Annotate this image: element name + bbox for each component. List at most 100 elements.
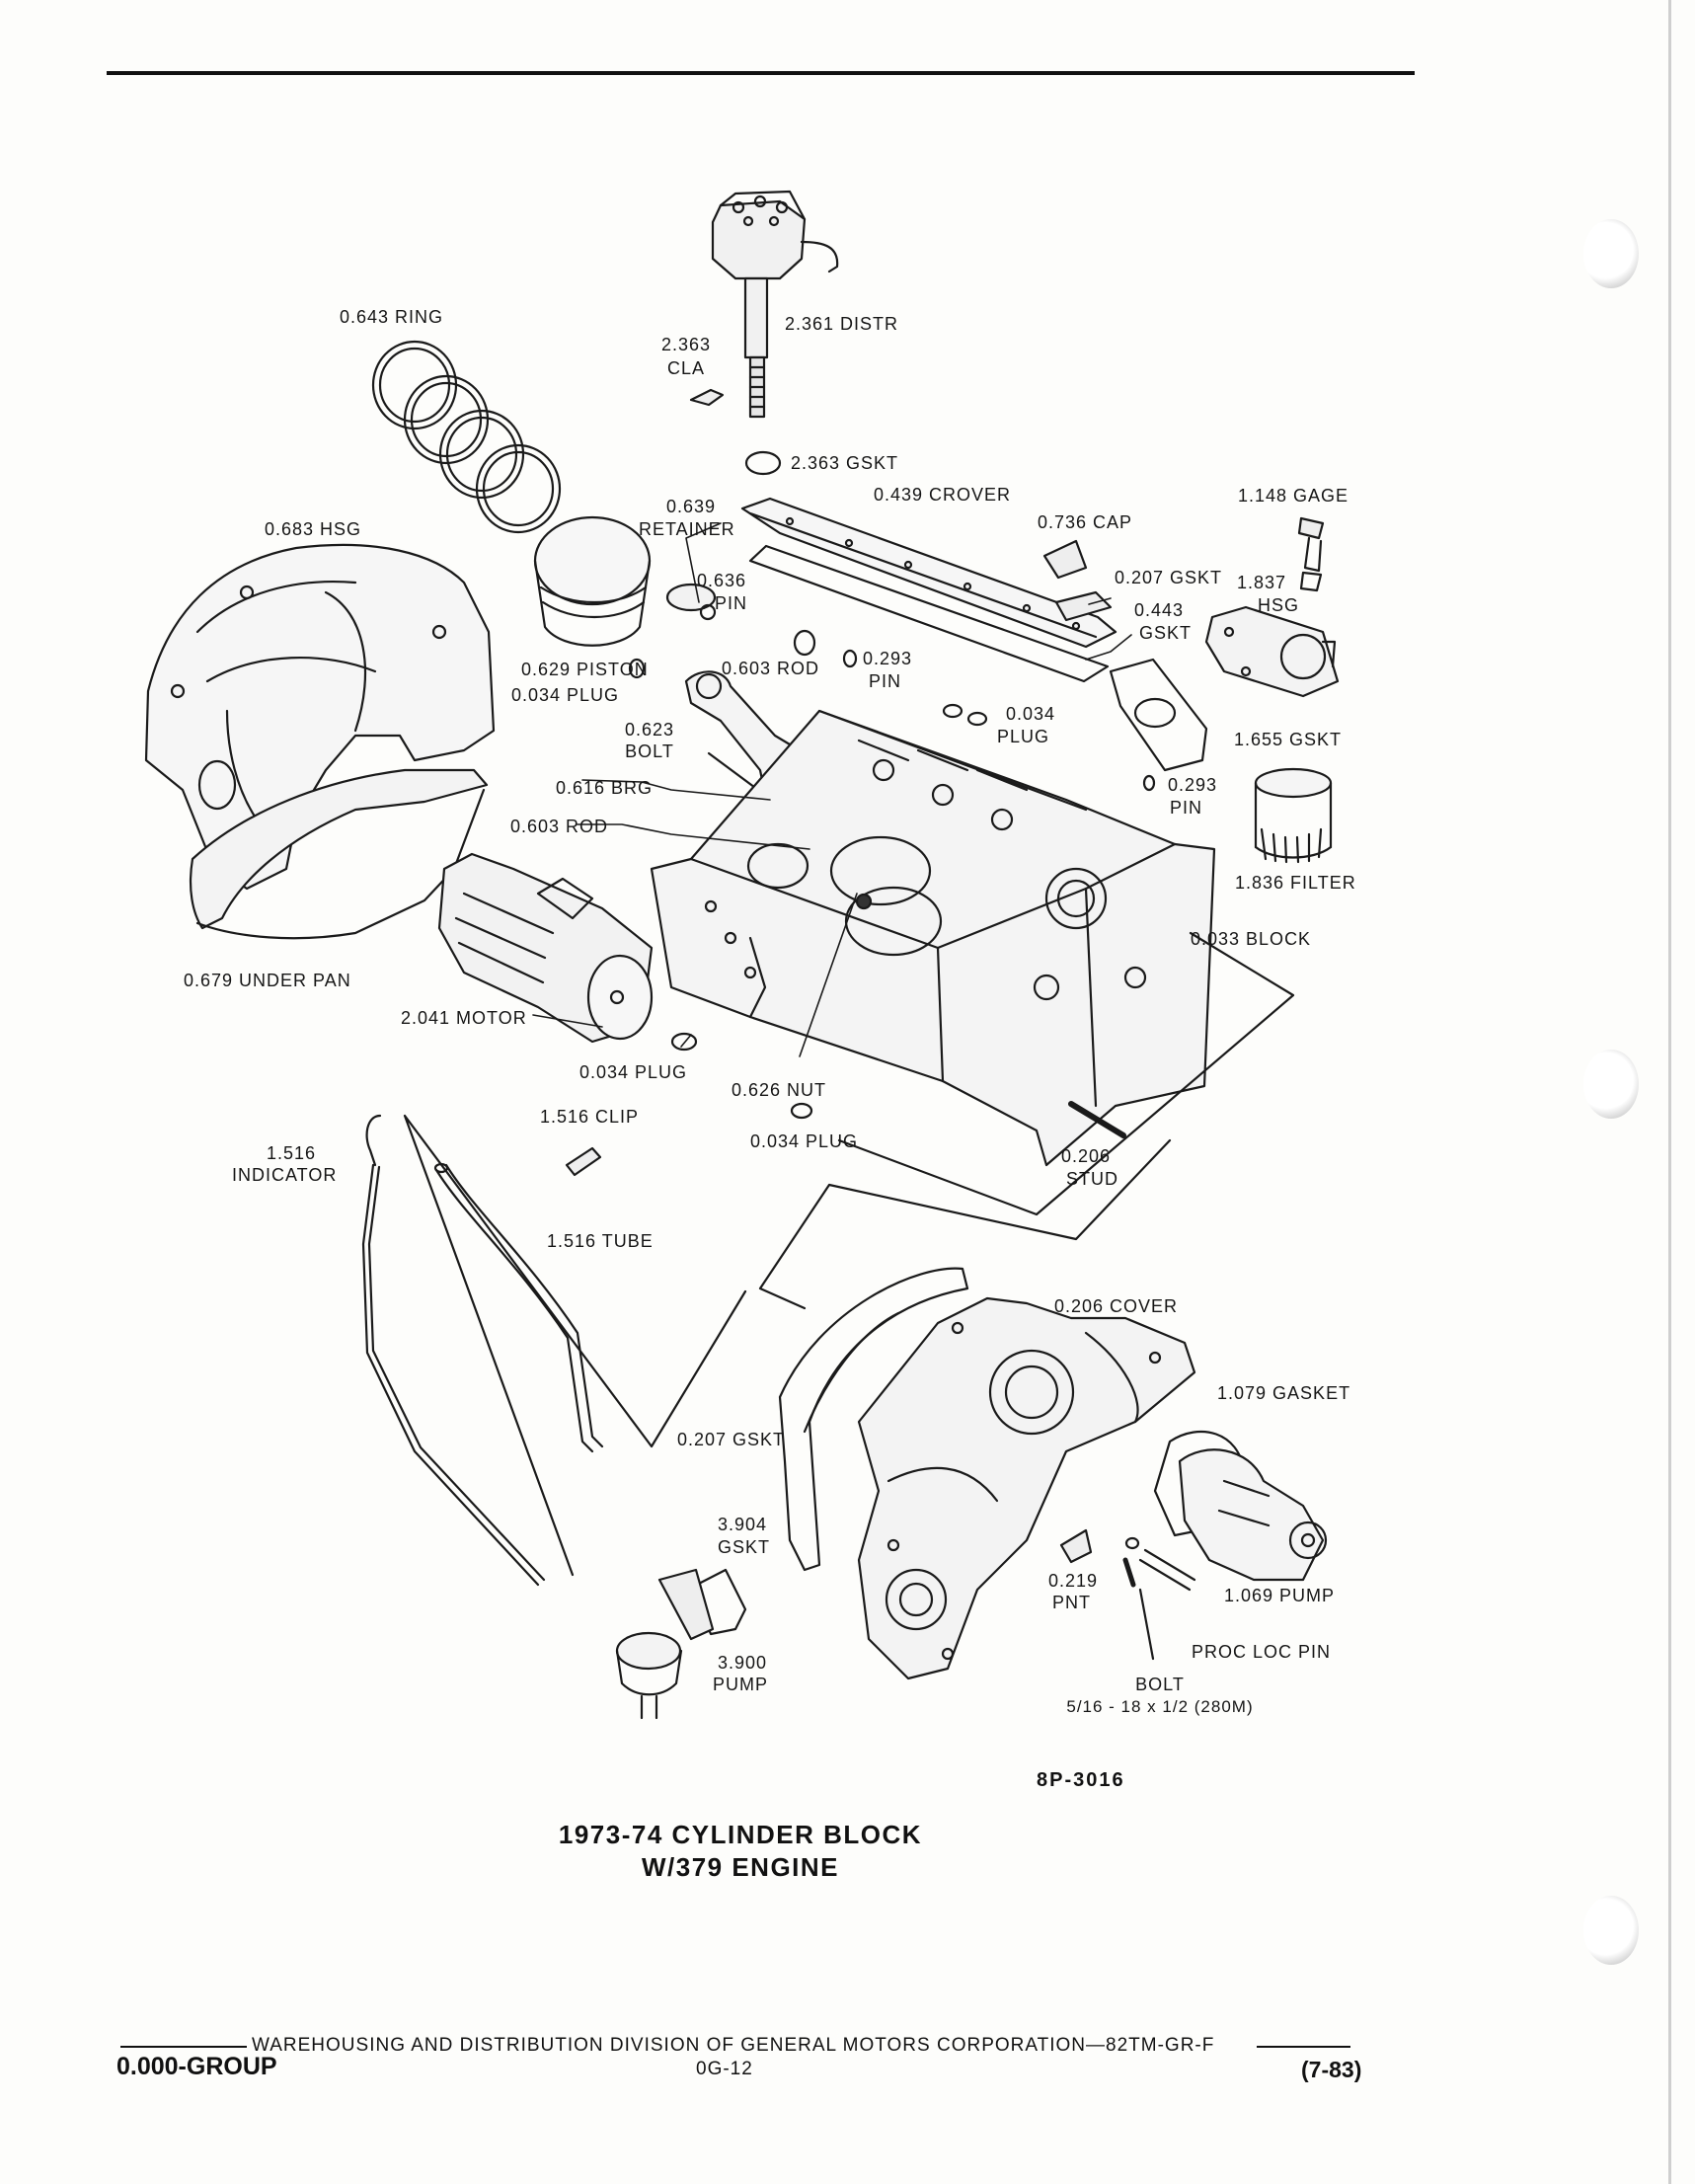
figure-title-line2: W/379 ENGINE (641, 1852, 840, 1882)
label-pin-293a: PIN (869, 671, 902, 691)
cla-clamp-illustration (689, 388, 725, 407)
dipstick-tube-illustration (433, 1162, 604, 1453)
label-plug-034b: PLUG (997, 727, 1050, 746)
label-pin-636: PIN (715, 593, 748, 613)
retainer-clip-illustration (699, 603, 717, 621)
label-pin-636-num: 0.636 (697, 571, 747, 590)
label-hsg: 0.683 HSG (265, 519, 362, 539)
piston-illustration (533, 515, 652, 647)
label-pnt-num: 0.219 (1048, 1571, 1099, 1591)
label-hsg-1837-num: 1.837 (1237, 573, 1287, 592)
label-gskt-207: 0.207 GSKT (1115, 568, 1223, 587)
label-pin-293a-num: 0.293 (863, 649, 913, 668)
label-gskt-3904-num: 3.904 (718, 1515, 768, 1534)
label-cover: 0.206 COVER (1054, 1296, 1179, 1316)
label-pump-3900: PUMP (713, 1675, 769, 1694)
label-motor: 2.041 MOTOR (401, 1008, 527, 1028)
label-gskt-207b: 0.207 GSKT (677, 1430, 786, 1449)
tube-locator-lines (403, 1114, 747, 1577)
label-block: 0.033 BLOCK (1191, 929, 1312, 949)
plug-d-illustration (790, 1102, 813, 1120)
cylinder-block-illustration (650, 709, 1216, 1167)
plug-a-illustration (628, 658, 646, 679)
label-cla: CLA (666, 358, 705, 378)
header-rule (107, 71, 1415, 75)
figure-title-line1: 1973-74 CYLINDER BLOCK (558, 1820, 923, 1849)
label-clip: 1.516 CLIP (540, 1107, 640, 1127)
leader-lines (532, 522, 1132, 1057)
binder-hole-top (1583, 219, 1639, 288)
block-locator-line-lower (758, 1138, 1172, 1310)
label-tube: 1.516 TUBE (547, 1231, 654, 1251)
rod-bushing-illustration (793, 629, 816, 657)
label-gskt-3904: GSKT (718, 1537, 771, 1557)
housing-gasket-illustration (1109, 658, 1208, 772)
distributor-gasket-illustration (744, 450, 782, 476)
thermostat-housing-illustration (1204, 605, 1340, 698)
page-edge (1668, 0, 1671, 2184)
label-pin-293b-num: 0.293 (1168, 775, 1218, 795)
gage-illustration (1297, 516, 1325, 592)
label-rod-603b: 0.603 ROD (510, 817, 609, 836)
label-bolt-623: BOLT (625, 741, 674, 761)
label-bolt-623-num: 0.623 (624, 720, 675, 740)
dipstick-indicator-illustration (361, 1114, 546, 1587)
label-gage: 1.148 GAGE (1238, 486, 1349, 506)
bolt-leader (1138, 1588, 1155, 1661)
footer-page-number: 0G-12 (696, 2059, 753, 2079)
label-distr: 2.361 DISTR (785, 314, 899, 334)
plug-b2-illustration (966, 711, 988, 727)
label-retainer-num: 0.639 (665, 497, 717, 516)
label-retainer: RETAINER (639, 519, 735, 539)
label-gskt-443: GSKT (1139, 623, 1193, 643)
label-plug-034d: 0.034 PLUG (750, 1131, 859, 1151)
label-pin-293b: PIN (1170, 798, 1203, 818)
oil-filter-illustration (1254, 767, 1333, 864)
label-filter: 1.836 FILTER (1235, 873, 1356, 893)
plug-c-illustration (670, 1032, 698, 1052)
piston-rings-illustration (371, 340, 562, 534)
label-bolt-spec: 5/16 - 18 x 1/2 (280M) (1066, 1697, 1254, 1716)
plug-b1-illustration (942, 703, 963, 719)
label-piston: 0.629 PISTON (521, 660, 649, 679)
label-hsg-1837: HSG (1258, 595, 1300, 615)
footer-group: 0.000-GROUP (116, 2053, 277, 2080)
label-ring: 0.643 RING (340, 307, 444, 327)
label-plug-034c: 0.034 PLUG (579, 1062, 688, 1082)
label-pnt: PNT (1052, 1593, 1091, 1612)
paint-tab-illustration (1059, 1528, 1093, 1564)
pin-b-illustration (1142, 774, 1156, 792)
label-rod-603a: 0.603 ROD (722, 659, 820, 678)
water-pump-illustration (1178, 1448, 1328, 1582)
label-gasket: 1.079 GASKET (1217, 1383, 1351, 1403)
valley-cover-illustration (740, 497, 1117, 649)
figure-code: 8P-3016 (1037, 1769, 1125, 1791)
under-pan-illustration (189, 768, 489, 940)
label-under-pan: 0.679 UNDER PAN (184, 971, 351, 990)
binder-hole-bottom (1583, 1896, 1639, 1965)
label-stud-num: 0.206 (1061, 1146, 1112, 1166)
binder-hole-middle (1583, 1050, 1639, 1119)
cap-illustration (1042, 539, 1088, 580)
housing-gasket-port (1133, 697, 1177, 729)
proc-loc-pin-illustration (1124, 1536, 1140, 1550)
label-indicator-num: 1.516 (266, 1143, 317, 1163)
timing-cover-illustration (857, 1296, 1196, 1680)
bolt-illustration (1122, 1557, 1136, 1588)
label-pump-1069: 1.069 PUMP (1224, 1586, 1336, 1605)
label-gskt-1655: 1.655 GSKT (1234, 730, 1343, 749)
label-gskt-443-num: 0.443 (1134, 600, 1185, 620)
label-proc-loc-pin: PROC LOC PIN (1192, 1642, 1332, 1662)
label-plug-034b-num: 0.034 (1006, 704, 1056, 724)
footer-publisher: WAREHOUSING AND DISTRIBUTION DIVISION OF… (252, 2035, 1215, 2056)
distributor-illustration (711, 190, 839, 419)
label-indicator: INDICATOR (232, 1165, 338, 1185)
label-pump-3900-num: 3.900 (718, 1653, 768, 1673)
label-bolt: BOLT (1135, 1675, 1185, 1694)
clip-illustration (565, 1146, 602, 1177)
pump-leader (1143, 1548, 1196, 1582)
front-cover-gasket-inner (803, 1311, 900, 1434)
stud-illustration (1068, 1101, 1126, 1138)
